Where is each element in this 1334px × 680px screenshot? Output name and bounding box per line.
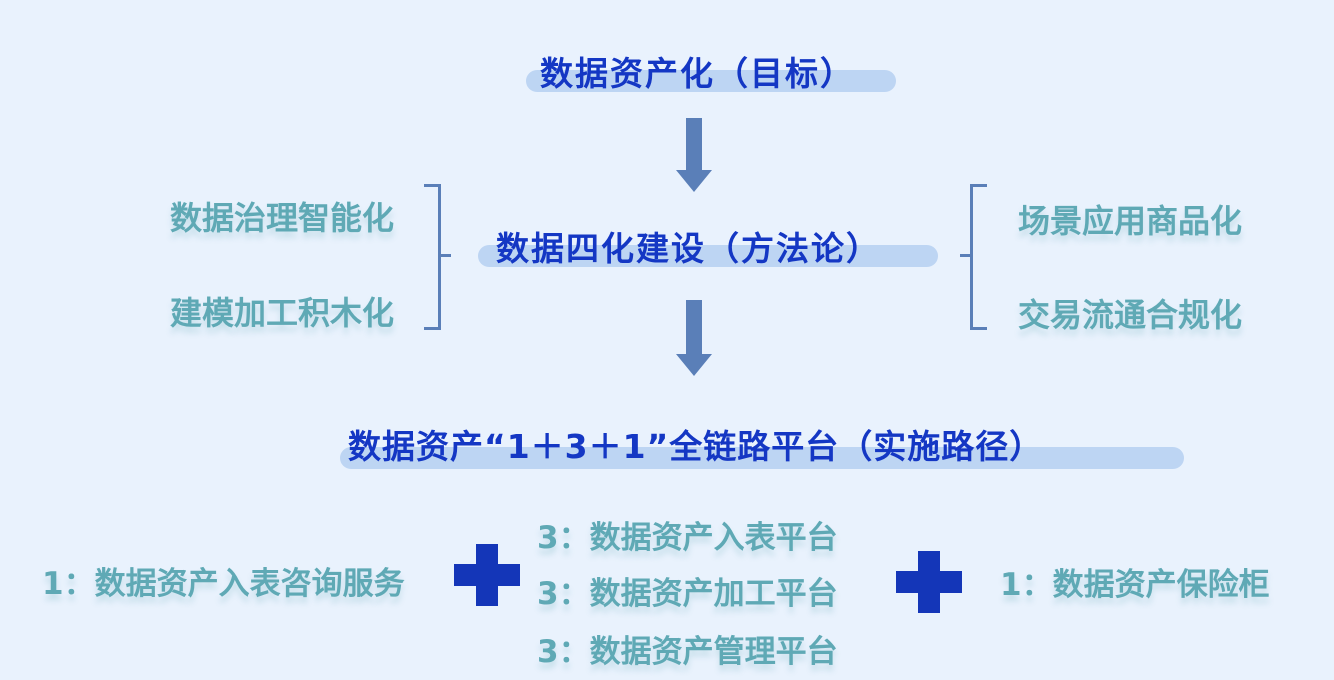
method-highlight [478,245,938,267]
goal-highlight [526,70,896,92]
bottom-middle-item-3: 3：数据资产管理平台 [537,634,838,670]
left-item-modeling: 建模加工积木化 [170,294,395,332]
bottom-middle-item-1: 3：数据资产入表平台 [537,520,838,556]
goal-title: 数据资产化（目标） [540,54,855,93]
method-title: 数据四化建设（方法论） [496,229,881,268]
bottom-right-vault: 1：数据资产保险柜 [1000,567,1270,603]
left-item-governance: 数据治理智能化 [170,199,395,237]
right-item-trading: 交易流通合规化 [1018,296,1243,334]
path-title: 数据资产“1＋3＋1”全链路平台（实施路径） [348,427,1044,466]
bottom-middle-item-2: 3：数据资产加工平台 [537,576,838,612]
path-highlight [340,447,1184,469]
right-item-scenario: 场景应用商品化 [1018,202,1243,240]
bottom-left-consulting: 1：数据资产入表咨询服务 [42,566,405,602]
